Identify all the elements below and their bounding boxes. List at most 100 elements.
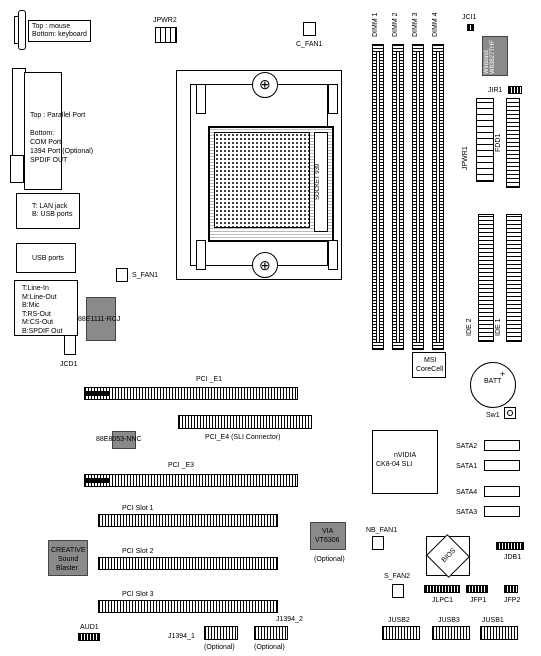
nb-fan1-label: NB_FAN1 <box>366 527 398 534</box>
lan-phy-chip <box>86 297 116 341</box>
pci-e3-slot <box>84 474 298 487</box>
jcd1-connector <box>64 335 76 355</box>
audio-callout: T:Line-In M:Line-Out B:Mic T:RS-Out M:CS… <box>22 285 62 336</box>
jpwr2-connector <box>155 27 177 43</box>
parallel-bottom-label: Bottom: <box>30 130 55 137</box>
pci-e4-slot <box>178 415 312 429</box>
lan-usb-ports-label: B: USB ports <box>32 211 73 218</box>
cpu-clip-left <box>196 240 206 270</box>
cpu-mount-top-symbol: ⊕ <box>259 76 271 92</box>
sata2-connector <box>484 440 520 451</box>
j1394-1-header <box>204 626 238 640</box>
msi-corecell-chip <box>412 352 446 378</box>
ps2-connector-body <box>18 10 26 50</box>
sata1-connector <box>484 460 520 471</box>
sata3-connector <box>484 506 520 517</box>
dimm2-label: DIMM 2 <box>392 12 399 38</box>
pci-slot1-label: PCI Slot 1 <box>122 505 154 512</box>
spdif-out-label: SPDIF OUT <box>30 157 68 164</box>
nb-fan1-connector <box>372 536 384 550</box>
pci-slot2-label: PCI Slot 2 <box>122 548 154 555</box>
dimm4-label: DIMM 4 <box>432 12 439 38</box>
jdb1-header <box>496 542 524 550</box>
sata2-label: SATA2 <box>456 443 478 450</box>
jlpc1-header <box>424 585 460 593</box>
dimm3-slot <box>412 44 424 350</box>
sound-label: Sound <box>58 556 79 563</box>
creative-sound-chip <box>48 540 88 576</box>
cpu-socket-lever <box>314 132 328 232</box>
audio-cs-out: M:CS-Out <box>22 319 54 326</box>
blaster-label: Blaster <box>56 565 78 572</box>
dimm4-slot <box>432 44 444 350</box>
jpwr1-connector <box>476 98 494 182</box>
jusb2-header <box>382 626 420 640</box>
battery-plus: + <box>500 369 506 379</box>
dimm1-label: DIMM 1 <box>372 12 379 38</box>
pci-e1-slot <box>84 387 298 400</box>
audio-spdif-out: B:SPDIF Out <box>22 327 63 335</box>
pci-slot2 <box>98 557 278 570</box>
via-chip <box>310 522 346 550</box>
c-fan1-label: C_FAN1 <box>296 41 323 48</box>
dimm2-slot <box>392 44 404 350</box>
jci1-label: JCI1 <box>462 14 477 21</box>
pci-e1-label: PCI _E1 <box>196 376 223 383</box>
jfp1-header <box>466 585 488 593</box>
s-fan1-connector <box>116 268 128 282</box>
dimm3-label: DIMM 3 <box>412 12 419 38</box>
jpwr1-label: JPWR1 <box>462 146 469 170</box>
pci-e3-key <box>86 478 110 483</box>
com-port-label: COM Port <box>30 139 62 146</box>
j1394-1-label: J1394_1 <box>168 633 195 640</box>
ide2-connector <box>478 214 494 342</box>
battery-label: BATT <box>484 378 502 385</box>
s-fan2-connector <box>392 584 404 598</box>
parallel-top-label: Top : Parallel Port <box>30 112 86 119</box>
audio-mic: B:Mic <box>22 302 40 309</box>
msi-label: MSI <box>424 357 437 364</box>
jfp2-header <box>504 585 518 593</box>
cpu-clip-right-top <box>328 84 338 114</box>
usb-ports-label: USB ports <box>32 255 64 262</box>
j1394-1-optional: (Optional) <box>204 644 235 651</box>
sata3-label: SATA3 <box>456 509 478 516</box>
usb-stack <box>16 243 76 273</box>
j1394-2-header <box>254 626 288 640</box>
winbond-chip <box>482 36 508 76</box>
ps2-bottom-label: Bottom: keyboard <box>32 31 87 38</box>
j1394-2-label: J1394_2 <box>276 616 303 623</box>
port-1394-label: 1394 Port (Optional) <box>30 148 94 155</box>
ide1-connector <box>506 214 522 342</box>
socket-label: SOCKET 939 <box>315 163 321 200</box>
lan-usb-stack <box>16 193 80 229</box>
winbond-label: Winbond W83627THF <box>484 39 496 74</box>
via-optional-label: (Optional) <box>314 556 345 563</box>
dimm1-slot <box>372 44 384 350</box>
jir1-header <box>508 86 522 94</box>
corecell-label: CoreCell <box>416 366 444 373</box>
j1394-2-optional: (Optional) <box>254 644 285 651</box>
c-fan1-connector <box>303 22 316 36</box>
ps2-top-label: Top : mouse <box>32 23 71 30</box>
jdb1-label: JDB1 <box>504 554 522 561</box>
ethernet-controller-label: 88E8053-NNC <box>96 436 142 443</box>
jusb3-label: JUSB3 <box>438 617 460 624</box>
pci-slot3-label: PCI Slot 3 <box>122 591 154 598</box>
parallel-callout: Top : Parallel Port Bottom: COM Port 139… <box>30 111 93 165</box>
ide1-label: IDE 1 <box>495 318 502 336</box>
lan-phy-label: 88E1111-RCJ <box>78 316 121 323</box>
jfp2-label: JFP2 <box>504 597 521 604</box>
nvidia-chipset <box>372 430 438 494</box>
s-fan2-label: S_FAN2 <box>384 573 411 580</box>
fdd1-connector <box>506 98 520 188</box>
creative-label: CREATIVE <box>51 547 86 554</box>
cpu-mount-top <box>252 72 278 98</box>
nvidia-model-label: CK8-04 SLI <box>376 461 413 468</box>
jpwr2-label: JPWR2 <box>153 17 177 24</box>
cpu-socket-pin-grid <box>214 132 310 228</box>
pci-e4-label: PCI_E4 (SLI Connector) <box>205 434 281 441</box>
jusb2-label: JUSB2 <box>388 617 410 624</box>
ethernet-controller-chip <box>112 431 136 449</box>
